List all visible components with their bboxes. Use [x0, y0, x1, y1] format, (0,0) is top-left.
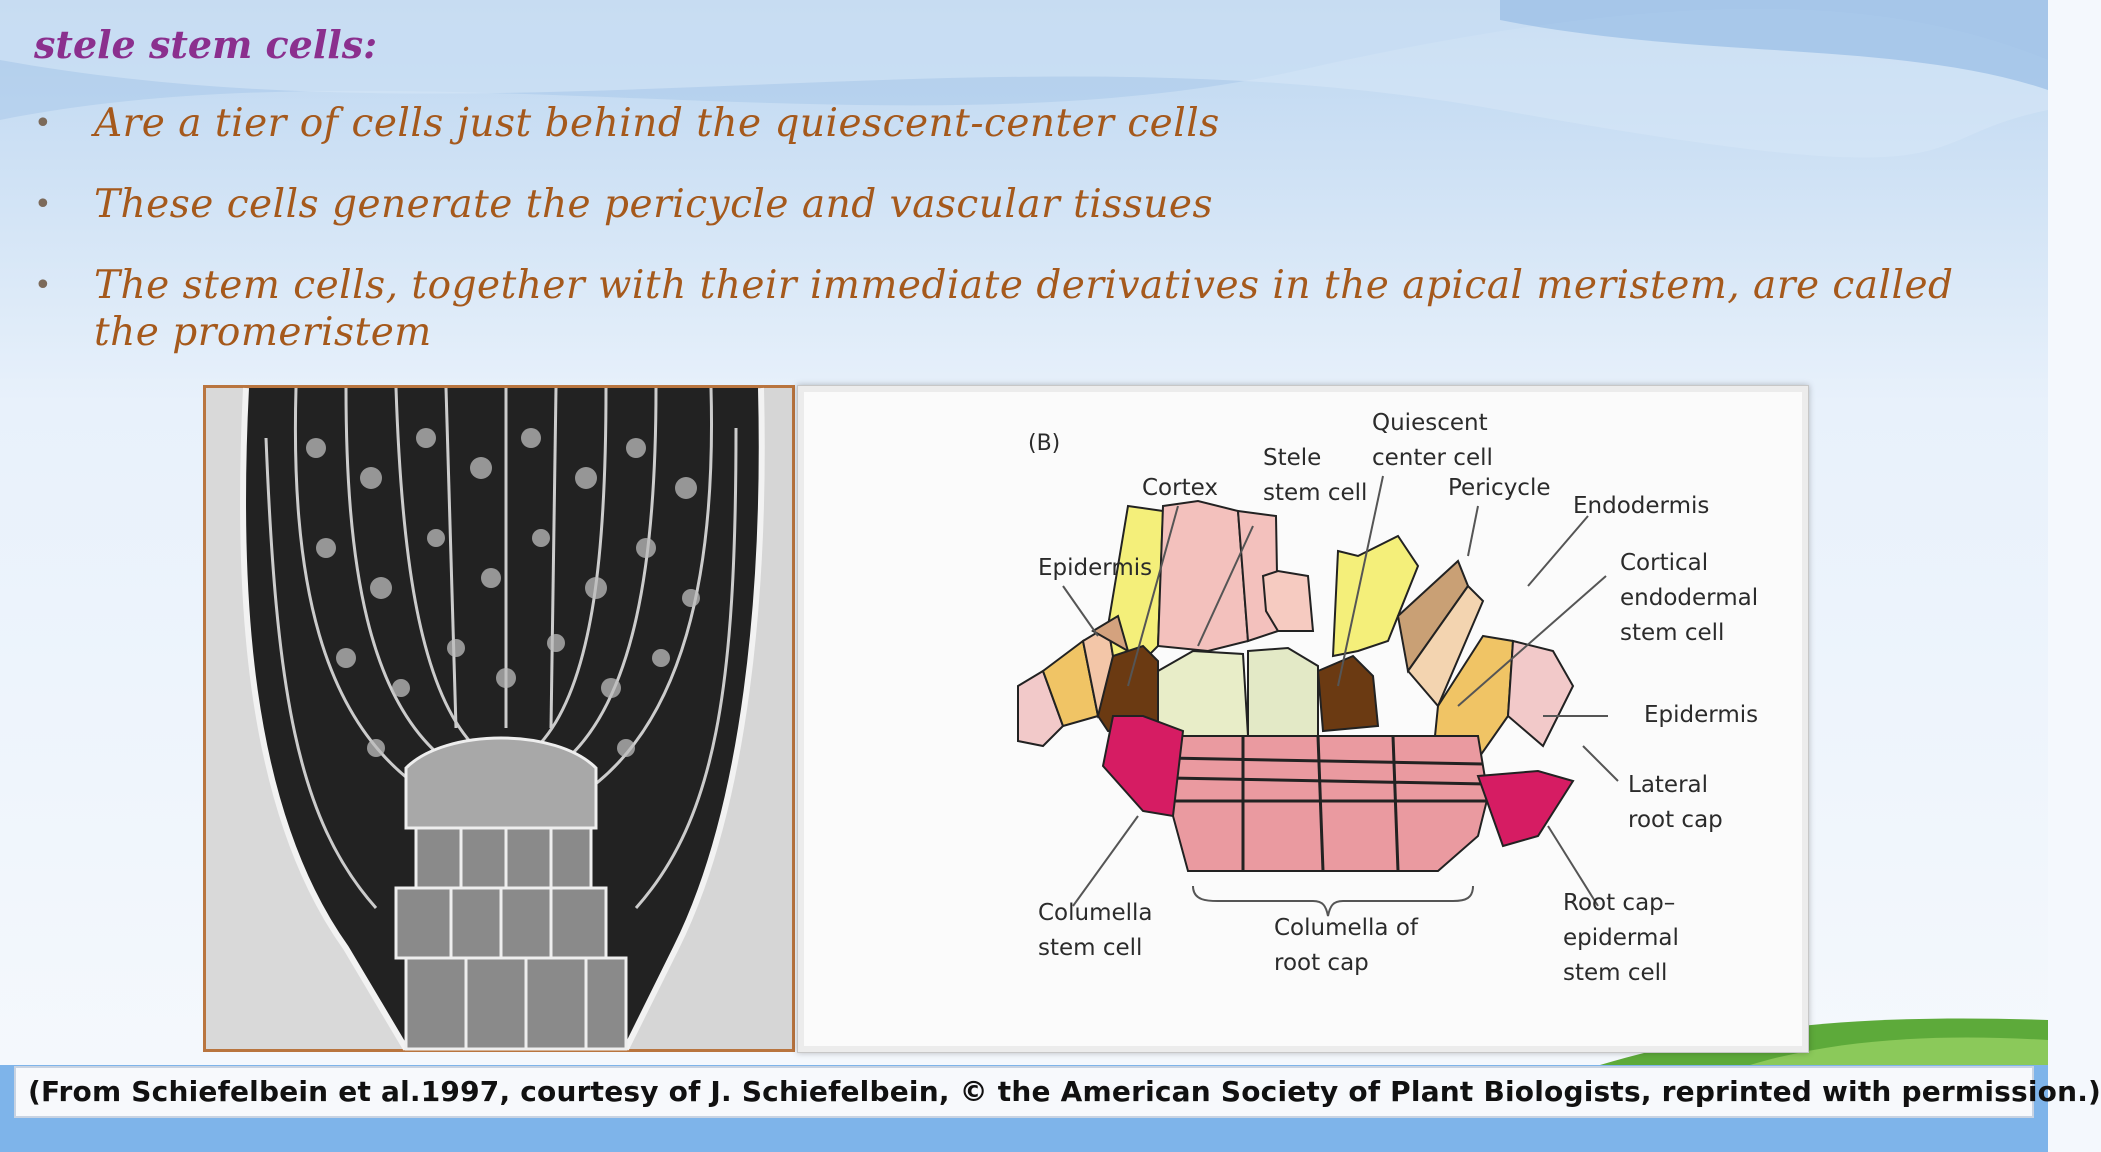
panel-label: (B): [1028, 431, 1061, 456]
quiescent-cell-left: [1157, 649, 1250, 737]
bullet-item: • Are a tier of cells just behind the qu…: [34, 100, 1994, 147]
bullet-list: • Are a tier of cells just behind the qu…: [34, 100, 1994, 390]
citation-box: (From Schiefelbein et al.1997, courtesy …: [14, 1066, 2101, 1118]
cortex-yellow-right: [1331, 534, 1420, 658]
endodermis-right-dark: [1316, 654, 1380, 733]
quiescent-cell-right: [1247, 646, 1319, 737]
label-lateral-root-cap: Lateral root cap: [1628, 772, 1723, 833]
label-epidermis-left: Epidermis: [1038, 555, 1153, 581]
root-cap-right: [1476, 769, 1575, 848]
label-cortical-endodermal-stem-cell: Cortical endodermal stem cell: [1620, 550, 1759, 646]
stele-cell: [1156, 499, 1250, 653]
root-meristem-diagram: (B) Quiescent center cell Stele stem cel…: [797, 385, 1809, 1053]
endodermis-left-dark: [1096, 644, 1159, 732]
slide-title: stele stem cells:: [34, 22, 378, 67]
label-columella-of-root-cap: Columella of root cap: [1274, 915, 1419, 976]
label-endodermis: Endodermis: [1573, 493, 1710, 519]
diagram-drawing: [1017, 475, 1619, 917]
columella-block: [1166, 735, 1490, 872]
bullet-item: • These cells generate the pericycle and…: [34, 181, 1994, 228]
label-columella-stem-cell: Columella stem cell: [1038, 900, 1153, 961]
columella-brace: [1192, 885, 1474, 917]
label-cortex: Cortex: [1142, 475, 1218, 501]
bullet-item: • The stem cells, together with their im…: [34, 262, 1994, 356]
citation-text: (From Schiefelbein et al.1997, courtesy …: [28, 1075, 2101, 1108]
bullet-text: Are a tier of cells just behind the quie…: [94, 101, 1220, 146]
label-quiescent-center-cell: Quiescent center cell: [1372, 410, 1493, 471]
label-stele-stem-cell: Stele stem cell: [1263, 445, 1368, 506]
bullet-glyph: •: [34, 268, 53, 303]
bullet-glyph: •: [34, 187, 53, 222]
bullet-text: These cells generate the pericycle and v…: [94, 182, 1214, 227]
root-tip-micrograph: [203, 385, 795, 1052]
label-root-cap-epidermal-stem-cell: Root cap– epidermal stem cell: [1563, 890, 1679, 986]
label-epidermis-right: Epidermis: [1644, 702, 1759, 728]
micrograph-image: [206, 387, 792, 1051]
epidermis-right-cell: [1506, 639, 1575, 748]
label-pericycle: Pericycle: [1448, 475, 1551, 501]
bullet-glyph: •: [34, 106, 53, 141]
bullet-text: The stem cells, together with their imme…: [94, 263, 1954, 355]
epidermis-left-cell: [1017, 669, 1065, 748]
root-cap-left: [1101, 715, 1185, 818]
